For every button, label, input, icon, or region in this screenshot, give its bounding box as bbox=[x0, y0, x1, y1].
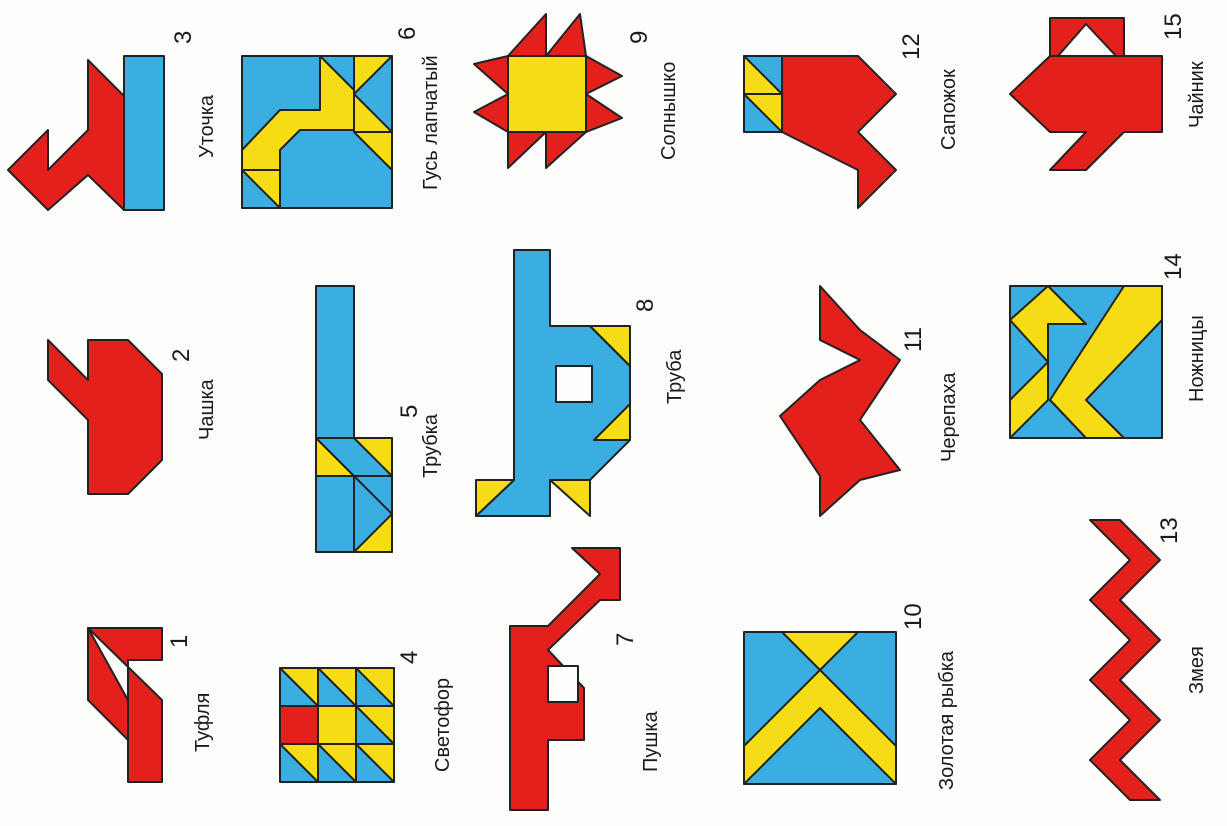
figure-14-scissors bbox=[1010, 286, 1162, 438]
figure-5-number: 5 bbox=[396, 405, 424, 418]
figure-10-label: Золотая рыбка bbox=[936, 651, 959, 790]
figure-4-yellow-cell bbox=[318, 706, 356, 744]
figure-1-number: 1 bbox=[166, 635, 194, 648]
figure-8-hole bbox=[556, 366, 592, 402]
figure-2-label: Чашка bbox=[196, 379, 219, 440]
figure-9-label: Солнышко bbox=[658, 62, 681, 160]
figure-6-label: Гусь лапчатый bbox=[420, 55, 443, 190]
figure-3-body bbox=[124, 56, 164, 210]
figure-9-ray bbox=[586, 94, 622, 132]
figure-7-cannon bbox=[510, 548, 620, 810]
figure-6-number: 6 bbox=[394, 27, 422, 40]
figure-10-number: 10 bbox=[900, 603, 928, 630]
figure-7-hole bbox=[548, 666, 578, 702]
figure-13-snake bbox=[1090, 520, 1160, 800]
figure-3-duck bbox=[8, 56, 164, 210]
figure-8-triangle bbox=[550, 480, 590, 516]
figure-3-label: Уточка bbox=[196, 95, 219, 158]
figure-15-teapot bbox=[1010, 18, 1162, 170]
figure-5-pipe bbox=[316, 286, 354, 438]
figure-10-goldfish bbox=[744, 632, 896, 784]
figure-9-ray bbox=[508, 132, 546, 168]
figure-15-body bbox=[1010, 56, 1162, 170]
figure-4-number: 4 bbox=[396, 651, 424, 664]
figure-1-label: Туфля bbox=[192, 693, 215, 752]
figure-12-label: Сапожок bbox=[938, 69, 961, 150]
figure-15-number: 15 bbox=[1160, 13, 1188, 40]
figure-9-ray bbox=[508, 14, 546, 56]
figure-3-neck bbox=[8, 60, 124, 210]
figure-13-shape bbox=[1090, 520, 1160, 800]
figure-11-shape bbox=[780, 286, 900, 516]
figure-8-trumpet bbox=[476, 250, 630, 516]
figure-2-shape bbox=[48, 340, 162, 494]
figure-1-shoe bbox=[88, 628, 162, 782]
figure-9-number: 9 bbox=[626, 31, 654, 44]
figure-9-ray bbox=[586, 56, 622, 94]
figure-13-number: 13 bbox=[1156, 517, 1184, 544]
figure-2-cup bbox=[48, 340, 162, 494]
figure-12-shape bbox=[782, 56, 896, 208]
figure-9-sun bbox=[474, 14, 622, 168]
figure-9-ray bbox=[546, 14, 586, 56]
figure-7-number: 7 bbox=[612, 633, 640, 646]
figure-4-traffic-light bbox=[280, 668, 394, 782]
figure-8-number: 8 bbox=[632, 299, 660, 312]
figure-2-number: 2 bbox=[168, 349, 196, 362]
figure-8-label: Труба bbox=[664, 350, 687, 404]
figure-5-label: Трубка bbox=[420, 414, 443, 478]
figure-11-number: 11 bbox=[900, 327, 928, 352]
figure-12-boot bbox=[744, 56, 896, 208]
figure-14-number: 14 bbox=[1160, 253, 1188, 280]
figure-9-ray bbox=[546, 132, 586, 168]
figure-13-label: Змея bbox=[1186, 646, 1209, 694]
figure-3-number: 3 bbox=[170, 31, 198, 44]
figure-7-label: Пушка bbox=[640, 711, 663, 772]
figure-12-number: 12 bbox=[898, 33, 926, 60]
figure-9-ray bbox=[474, 56, 508, 94]
figure-9-center bbox=[508, 56, 586, 132]
figure-15-label: Чайник bbox=[1186, 61, 1209, 128]
figure-14-label: Ножницы bbox=[1186, 315, 1209, 402]
figure-5-tube bbox=[316, 286, 392, 552]
figure-8-shape bbox=[476, 250, 630, 516]
figure-4-label: Светофор bbox=[432, 678, 455, 772]
figure-6-goose bbox=[242, 56, 392, 208]
figure-4-red-cell bbox=[280, 706, 318, 744]
figure-11-turtle bbox=[780, 286, 900, 516]
figure-11-label: Черепаха bbox=[938, 372, 961, 462]
figure-9-ray bbox=[474, 94, 508, 132]
